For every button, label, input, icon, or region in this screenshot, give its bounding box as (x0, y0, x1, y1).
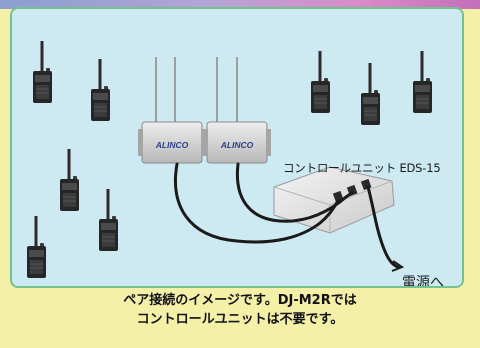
radio-handset (310, 50, 331, 114)
radio-handset (412, 50, 433, 114)
repeater-unit: ALINCO (138, 57, 206, 164)
cable (174, 162, 340, 244)
top-accent-bar (0, 0, 480, 9)
control-unit-label: コントロールユニット EDS-15 (283, 161, 441, 175)
control-unit (273, 166, 395, 234)
caption-line-2: コントロールユニットは不要です。 (136, 312, 344, 327)
radio-handset (26, 215, 47, 279)
repeater-brand-logo: ALINCO (220, 140, 254, 150)
radio-handset (32, 40, 53, 104)
caption-line-1: ペア接続のイメージです。DJ-M2Rでは (123, 293, 357, 308)
diagram-panel: ALINCO ALINCO (10, 7, 464, 288)
caption: ペア接続のイメージです。DJ-M2Rでは コントロールユニットは不要です。 (0, 291, 480, 329)
radio-handset (59, 148, 80, 212)
power-arrow-icon (391, 260, 405, 272)
radio-handset (98, 188, 119, 252)
power-cable (366, 185, 400, 269)
radio-handset (360, 62, 381, 126)
power-label: 電源へ (402, 275, 444, 288)
repeater-brand-logo: ALINCO (155, 140, 189, 150)
radio-handset (90, 58, 111, 122)
cable (235, 162, 354, 223)
connection-diagram: ALINCO ALINCO (26, 40, 433, 279)
repeater-unit: ALINCO (203, 57, 271, 164)
